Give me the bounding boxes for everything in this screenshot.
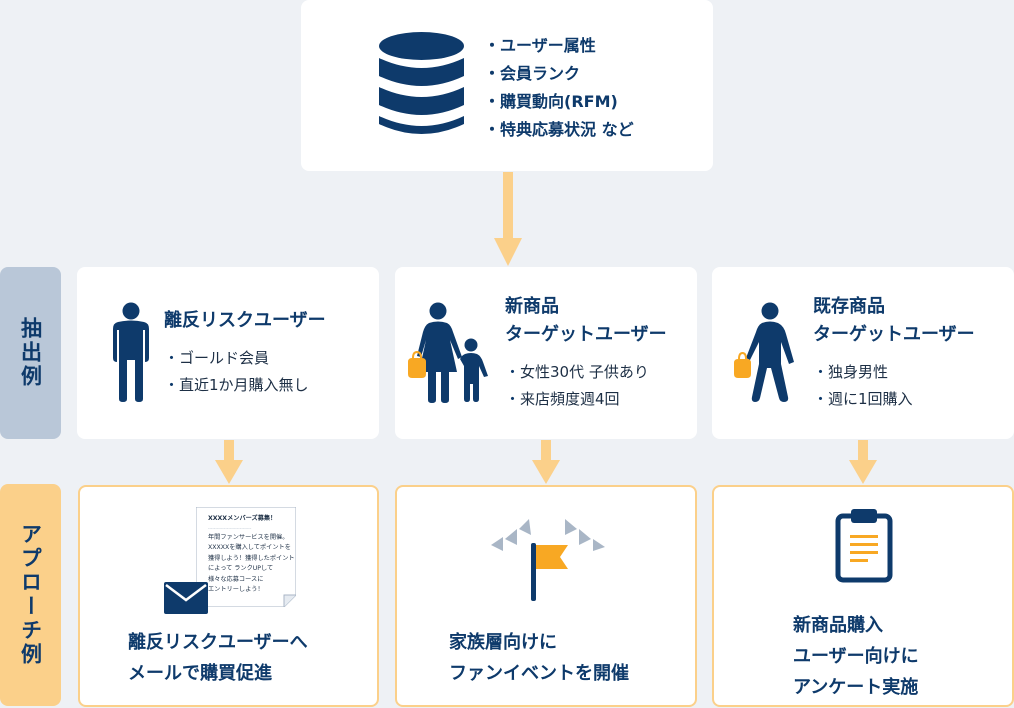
extract-example-text: 抽出例	[18, 317, 43, 389]
database-item: 購買動向(RFM)	[484, 88, 634, 116]
extract-example-label: 抽出例	[0, 267, 61, 439]
flyer-icon	[196, 507, 296, 607]
approach-text: ユーザー向けに	[793, 646, 919, 667]
approach-text: 離反リスクユーザーへ	[128, 632, 308, 653]
approach-card-event: 家族層向けに ファンイベントを開催	[395, 485, 697, 707]
approach-card-survey: 新商品購入 ユーザー向けに アンケート実施	[712, 485, 1014, 707]
database-card: ユーザー属性 会員ランク 購買動向(RFM) 特典応募状況 など	[301, 0, 713, 171]
approach-example-label: アプローチ例	[0, 484, 61, 706]
database-item: ユーザー属性	[484, 32, 634, 60]
approach-text: アンケート実施	[793, 677, 919, 698]
flyer-line: によって ランクUPして	[208, 565, 274, 572]
segment-criteria-list: ゴールド会員 直近1か月購入無し	[164, 345, 309, 399]
clipboard-icon	[835, 509, 893, 583]
segment-title: 新商品	[505, 296, 559, 317]
segment-criterion: ゴールド会員	[164, 345, 309, 372]
segment-title: ターゲットユーザー	[813, 324, 975, 345]
arrow-down-icon	[494, 172, 522, 266]
segment-criterion: 独身男性	[813, 359, 913, 386]
flyer-line: ------------------------------	[208, 525, 252, 531]
flyer-line: エントリーしよう！	[208, 586, 264, 593]
flyer-line: 年間ファンサービスを開催。	[208, 533, 289, 541]
segment-card-new-product: 新商品 ターゲットユーザー 女性30代 子供あり 来店頻度週4回	[395, 267, 697, 439]
approach-text: 新商品購入	[793, 615, 883, 636]
segment-criterion: 来店頻度週4回	[505, 386, 649, 413]
segment-title: 既存商品	[813, 296, 885, 317]
walking-man-icon	[734, 302, 794, 402]
arrow-down-icon	[532, 440, 560, 484]
segment-title: 離反リスクユーザー	[164, 310, 326, 331]
person-icon	[113, 302, 149, 402]
approach-example-text: アプローチ例	[18, 523, 43, 667]
flag-icon	[491, 519, 605, 601]
database-item: 特典応募状況 など	[484, 116, 634, 144]
arrow-down-icon	[849, 440, 877, 484]
flyer-text: XXXXメンバーズ募集！ ---------------------------…	[208, 514, 295, 596]
flyer-line: 様々な応募コースに	[208, 575, 264, 583]
database-attribute-list: ユーザー属性 会員ランク 購買動向(RFM) 特典応募状況 など	[484, 32, 634, 144]
segment-criterion: 直近1か月購入無し	[164, 372, 309, 399]
approach-card-email: XXXXメンバーズ募集！ ---------------------------…	[78, 485, 379, 707]
approach-text: ファンイベントを開催	[449, 663, 629, 684]
segment-criteria-list: 女性30代 子供あり 来店頻度週4回	[505, 359, 649, 413]
flyer-line: XXXXXを購入してポイントを	[208, 544, 291, 551]
database-item: 会員ランク	[484, 60, 634, 88]
segment-title: ターゲットユーザー	[505, 324, 667, 345]
database-icon	[379, 32, 464, 134]
segment-criterion: 女性30代 子供あり	[505, 359, 649, 386]
envelope-icon	[164, 582, 208, 614]
flyer-line: 獲得しよう！獲得したポイント	[208, 554, 295, 562]
approach-text: 家族層向けに	[449, 632, 557, 653]
mother-child-icon	[408, 302, 488, 403]
segment-criterion: 週に1回購入	[813, 386, 913, 413]
segment-card-churn-risk: 離反リスクユーザー ゴールド会員 直近1か月購入無し	[77, 267, 379, 439]
arrow-down-icon	[215, 440, 243, 484]
segment-criteria-list: 独身男性 週に1回購入	[813, 359, 913, 413]
flyer-line: XXXXメンバーズ募集！	[208, 515, 277, 522]
segment-card-existing-product: 既存商品 ターゲットユーザー 独身男性 週に1回購入	[712, 267, 1014, 439]
approach-text: メールで購買促進	[128, 663, 272, 684]
